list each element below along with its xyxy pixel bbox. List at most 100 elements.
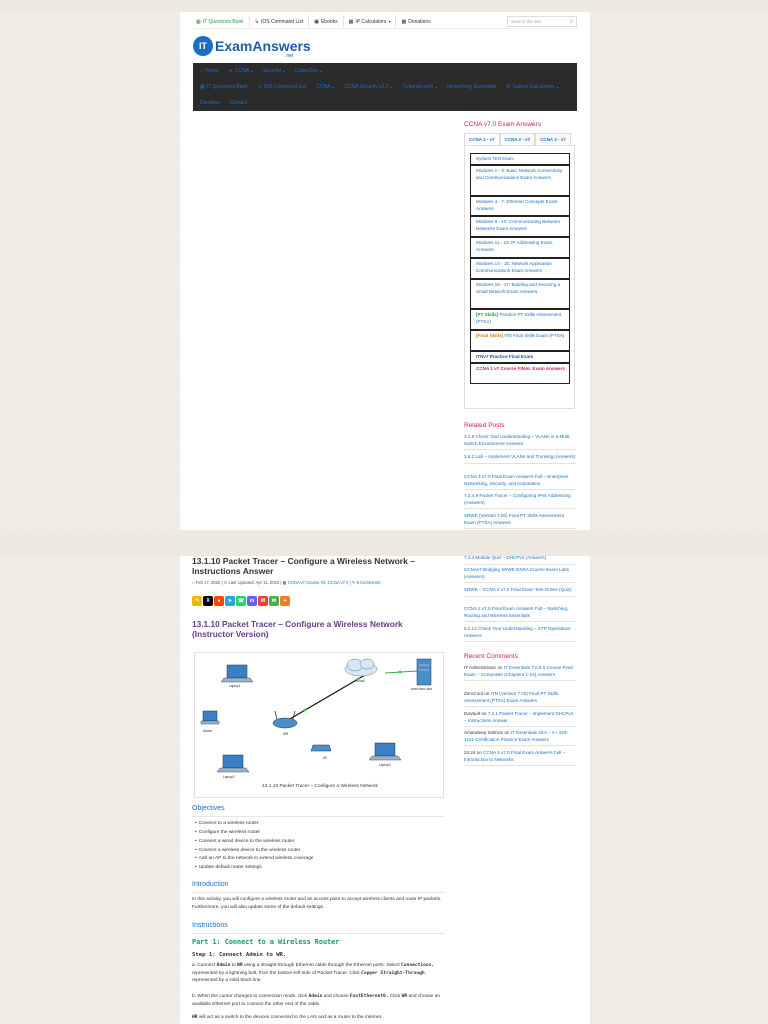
- x-icon[interactable]: X: [203, 596, 213, 606]
- related-post-link[interactable]: 3.6.2 Lab – Implement VLANs and Trunking…: [464, 454, 576, 464]
- caret-down-icon: ▾: [319, 68, 322, 74]
- related-post-link[interactable]: SRWE – CCNA 2 v7.0 Final Exam Test Onlin…: [464, 587, 576, 597]
- sidebar-title: CCNA v7.0 Exam Answers: [464, 121, 541, 128]
- caret-down-icon: ▾: [556, 84, 559, 90]
- site-logo[interactable]: IT ExamAnswers .net: [193, 32, 311, 60]
- topology-figure: Laptop1 Cloud0 www.cisco.pka Admin WR AP…: [194, 652, 444, 798]
- laptop1-icon: [220, 664, 254, 683]
- related-post-link[interactable]: CCNA 3 v7.0 Final Exam Answers Full – En…: [464, 474, 576, 491]
- sidebar-course-final-link[interactable]: CCNA 1 v7 Course FINAL Exam Answers: [470, 363, 570, 384]
- nav-item-contact[interactable]: Contact: [230, 100, 248, 106]
- topbar-link-questions-bank[interactable]: ▦IT Questions Bank: [193, 15, 250, 28]
- article-title: 13.1.10 Packet Tracer – Configure a Wire…: [192, 556, 415, 577]
- related-post-link[interactable]: 7.4.4 Module Quiz – DHCPv4 (Answers): [464, 556, 576, 565]
- telegram-icon[interactable]: ➤: [225, 596, 235, 606]
- sidebar-module-link[interactable]: Modules 4 - 7: Ethernet Concepts Exam An…: [470, 196, 570, 216]
- introduction-heading: Introduction: [192, 881, 229, 888]
- nav-item-ccna-security[interactable]: CCNA Security v2.0▾: [344, 84, 393, 90]
- access-point-icon: [310, 744, 332, 752]
- nav-item-cybersecurity[interactable]: Cybersecurity▾: [402, 84, 438, 90]
- caret-down-icon: ▾: [388, 19, 391, 24]
- whatsapp-icon[interactable]: ☎: [236, 596, 246, 606]
- terminal-icon: ↳: [257, 84, 262, 90]
- comment-post-link[interactable]: IT Essentials 7.0 8.0 Course Final Exam …: [464, 665, 573, 677]
- instruction-paragraph-b: b. When the cursor changes to connection…: [192, 994, 441, 1007]
- search-input[interactable]: Search the site⚲: [507, 16, 577, 27]
- nav-item-ip-subnet[interactable]: IP Subnet Calculators▾: [506, 84, 559, 90]
- divider: [192, 816, 444, 817]
- refresh-icon: ↻: [223, 580, 228, 585]
- cloud-icon: [344, 658, 378, 677]
- sidebar-final-skills-link[interactable]: [Final Skills] ITN Final Skills Exam (PT…: [470, 330, 570, 351]
- gmail-icon[interactable]: M: [258, 596, 268, 606]
- building-icon: ▦: [200, 84, 205, 90]
- admin-pc-icon: [200, 710, 220, 725]
- article-meta: □ Feb 17, 2020 | ↻ Last Updated: Apr 11,…: [192, 580, 381, 585]
- sidebar-tabs: CCNA 1 - v7 CCNA 2 - v7 CCNA 3 - v7: [464, 133, 571, 146]
- sidebar-module-link[interactable]: Modules 14 - 15: Network Application Com…: [470, 258, 570, 279]
- folder-icon: ▩: [282, 580, 287, 585]
- related-post-link[interactable]: CCNA 2 v7.0 Final Exam Answers Full – Sw…: [464, 606, 576, 623]
- recent-comment: DaVault on 7.4.1 Packet Tracer – Impleme…: [464, 711, 576, 728]
- nav-item-questions-bank[interactable]: ▦IT Questions Bank: [200, 84, 248, 90]
- related-post-link[interactable]: SRWE (Version 7.00) Final PT Skills Asse…: [464, 513, 576, 530]
- recent-comment: ZeroCool on ITN (Version 7.00) Final PT …: [464, 691, 576, 708]
- building-icon: ▦: [196, 18, 201, 25]
- caret-down-icon: ▾: [435, 84, 438, 90]
- sidebar-module-link[interactable]: Modules 11 - 13: IP Addressing Exam Answ…: [470, 237, 570, 258]
- topbar-link-donations[interactable]: ▩Donations: [401, 18, 431, 25]
- nav-item-home[interactable]: ⌂Home: [200, 68, 219, 74]
- nav-item-donation[interactable]: Donation: [200, 100, 221, 106]
- nav-item-networking-essentials[interactable]: Networking Essentials: [447, 84, 497, 90]
- comments-link[interactable]: 8 Comments: [356, 580, 381, 585]
- nav-item-ccna-2[interactable]: CCNA▾: [316, 84, 335, 90]
- calendar-icon: □: [192, 580, 195, 585]
- nav-row-1: ⌂Home ★CCNA▾ Security▾ CyberOps▾: [193, 63, 577, 79]
- nav-item-security[interactable]: Security▾: [263, 68, 286, 74]
- server-icon: [416, 658, 432, 686]
- share-icon[interactable]: ↷: [192, 596, 202, 606]
- mastodon-icon[interactable]: m: [247, 596, 257, 606]
- sidebar-module-link[interactable]: Modules 16 - 17: Building and Securing a…: [470, 279, 570, 309]
- reddit-icon[interactable]: ●: [214, 596, 224, 606]
- nav-item-ios-commands[interactable]: ↳IOS Command List: [257, 84, 307, 90]
- comment-post-link[interactable]: IT Essentials v8.0 – A+ 220-1101 Certifi…: [464, 730, 569, 742]
- figure-caption: 13.1.10 Packet Tracer – Configure a Wire…: [262, 784, 378, 789]
- sms-icon[interactable]: ✉: [269, 596, 279, 606]
- laptop3-icon: [368, 742, 402, 761]
- comment-post-link[interactable]: ITN (Version 7.00) Final PT Skills Asses…: [464, 691, 559, 703]
- label-cloud: Cloud0: [355, 679, 366, 683]
- related-post-link[interactable]: 5.2.12 Check Your Understanding – STP Op…: [464, 626, 576, 643]
- wireless-router-icon: [272, 710, 298, 729]
- label-server: www.cisco.pka: [411, 687, 432, 691]
- related-post-link[interactable]: 7.2.4.9 Packet Tracer – Configuring IPv6…: [464, 493, 576, 510]
- plus-icon[interactable]: +: [280, 596, 290, 606]
- related-post-link[interactable]: CCNAv7 Bridging SRWE-ENSA Course Exam La…: [464, 567, 576, 584]
- sidebar-module-link[interactable]: Modules 8 - 10: Communicating Between Ne…: [470, 216, 570, 237]
- article-heading: 13.1.10 Packet Tracer – Configure a Wire…: [192, 619, 403, 640]
- category-link[interactable]: CCNA v7 Course #2, CCNA v7.0 |: [287, 580, 351, 585]
- nav-item-cyberops[interactable]: CyberOps▾: [295, 68, 322, 74]
- instruction-paragraph-c: WR will act as a switch to the devices c…: [192, 1015, 383, 1020]
- home-icon: ⌂: [200, 68, 204, 74]
- nav-row-3: Donation Contact: [193, 95, 577, 111]
- sidebar-pt-skills-link[interactable]: [PT Skills] Practice PT Skills Assessmen…: [470, 309, 570, 330]
- instructions-heading: Instructions: [192, 922, 228, 929]
- comment-post-link[interactable]: CCNA 1 v7.0 Final Exam Answers Full – In…: [464, 750, 566, 762]
- recent-comment: IT Administrator on IT Essentials 7.0 8.…: [464, 665, 576, 682]
- related-post-link[interactable]: 3.2.8 Check Your Understanding – VLANs i…: [464, 434, 576, 451]
- objectives-list: Connect to a wireless router Configure t…: [199, 820, 314, 873]
- divider: [192, 933, 444, 934]
- sidebar-module-link[interactable]: Modules 1 - 3: Basic Network Connectivit…: [470, 165, 570, 196]
- logo-mark: IT: [193, 36, 213, 56]
- topology-diagram: [200, 658, 432, 773]
- list-item: Connect a wireless device to the wireles…: [199, 847, 314, 856]
- nav-item-ccna[interactable]: ★CCNA▾: [228, 68, 254, 74]
- sidebar-practice-final-link[interactable]: ITNv7 Practice Final Exam: [470, 351, 570, 363]
- objectives-heading: Objectives: [192, 805, 225, 812]
- comment-post-link[interactable]: 7.4.1 Packet Tracer – Implement DHCPv4 –…: [464, 711, 574, 723]
- sidebar-module-link[interactable]: System Test Exam: [470, 153, 570, 165]
- topbar-link-ebooks[interactable]: ▣Ebooks: [309, 15, 344, 28]
- topbar-link-ios-commands[interactable]: ↳IOS Command List: [250, 15, 310, 28]
- topbar-link-ip-calculators[interactable]: ▦IP Calculators▾: [344, 15, 397, 28]
